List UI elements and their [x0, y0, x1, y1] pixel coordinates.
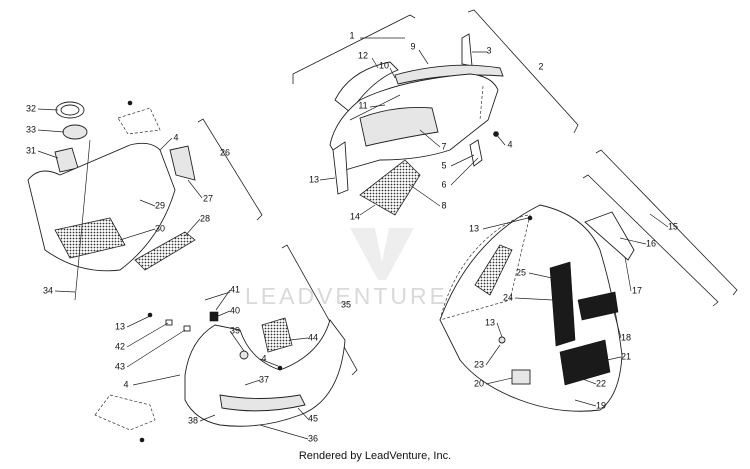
callout-24: 24 [503, 292, 513, 302]
watermark: LEADVENTURE [245, 283, 448, 309]
callout-15: 15 [668, 221, 678, 231]
callout-16: 16 [646, 238, 656, 248]
callout-34: 34 [43, 285, 53, 295]
callout-11: 11 [358, 100, 367, 110]
caption: Rendered by LeadVenture, Inc. [298, 450, 452, 462]
callout-13: 13 [485, 317, 495, 327]
callout-30: 30 [155, 223, 165, 233]
callout-6: 6 [441, 179, 446, 189]
callout-21: 21 [621, 351, 631, 361]
callout-42: 42 [115, 341, 125, 351]
callout-13: 13 [115, 321, 125, 331]
right-assembly [439, 149, 738, 412]
callout-18: 18 [621, 332, 631, 342]
callout-31: 31 [26, 145, 36, 155]
callout-32: 32 [26, 103, 36, 113]
callout-10: 10 [379, 60, 389, 70]
callout-14: 14 [350, 211, 360, 221]
part-37-trim [219, 394, 306, 412]
callout-4: 4 [123, 379, 128, 389]
callout-33: 33 [26, 124, 36, 134]
callout-38: 38 [188, 415, 198, 425]
callout-12: 12 [358, 50, 368, 60]
part-25-mesh [474, 244, 513, 296]
watermark-logo [350, 228, 414, 280]
callout-45: 45 [308, 413, 318, 423]
part-40-clip [209, 311, 219, 322]
part-7-panel [359, 107, 439, 147]
callout-23: 23 [474, 359, 484, 369]
callout-22: 22 [596, 378, 606, 388]
callout-27: 27 [203, 193, 213, 203]
part-3-fin [461, 33, 473, 67]
part-5-bracket [469, 139, 483, 167]
top-center-assembly [292, 9, 579, 216]
part-30-mesh [54, 217, 126, 259]
callout-3: 3 [486, 45, 491, 55]
bottom-center-assembly [94, 244, 358, 443]
callout-20: 20 [474, 378, 484, 388]
callout-29: 29 [155, 200, 165, 210]
left-assembly [27, 100, 263, 301]
callout-1: 1 [349, 30, 354, 40]
callout-8: 8 [441, 200, 446, 210]
callout-2: 2 [538, 61, 543, 71]
callout-35: 35 [341, 299, 351, 309]
part-9-trim [394, 64, 504, 85]
part-39-grommet [239, 350, 249, 360]
part-24-decal [549, 261, 576, 347]
callout-37: 37 [259, 374, 269, 384]
part-27-flap [169, 145, 196, 181]
callout-7: 7 [441, 141, 446, 151]
callout-9: 9 [410, 41, 415, 51]
callout-39: 39 [230, 325, 240, 335]
callout-28: 28 [200, 213, 210, 223]
callout-41: 41 [230, 284, 240, 294]
callout-4: 4 [507, 139, 512, 149]
callout-36: 36 [308, 433, 318, 443]
part-12-panel [334, 61, 399, 113]
part-13-side [332, 141, 349, 195]
part-20-panel [511, 369, 531, 385]
callout-4: 4 [261, 353, 266, 363]
callout-5: 5 [441, 160, 446, 170]
callout-13: 13 [309, 174, 319, 184]
callout-43: 43 [115, 361, 125, 371]
part-23-clip [498, 336, 506, 344]
part-14-mesh [359, 159, 421, 216]
callout-17: 17 [632, 285, 642, 295]
part-17-screen [584, 211, 635, 261]
callout-13: 13 [469, 223, 479, 233]
callout-26: 26 [220, 147, 230, 157]
callout-4: 4 [173, 132, 178, 142]
part-33-bezel [62, 124, 88, 140]
callout-40: 40 [230, 305, 240, 315]
callout-44: 44 [308, 332, 318, 342]
callout-19: 19 [596, 400, 606, 410]
part-44-plate [261, 317, 293, 353]
part-28-mesh [134, 231, 196, 271]
callout-25: 25 [516, 267, 526, 277]
part-21-decal [559, 339, 611, 386]
part-18-decal [577, 291, 619, 321]
